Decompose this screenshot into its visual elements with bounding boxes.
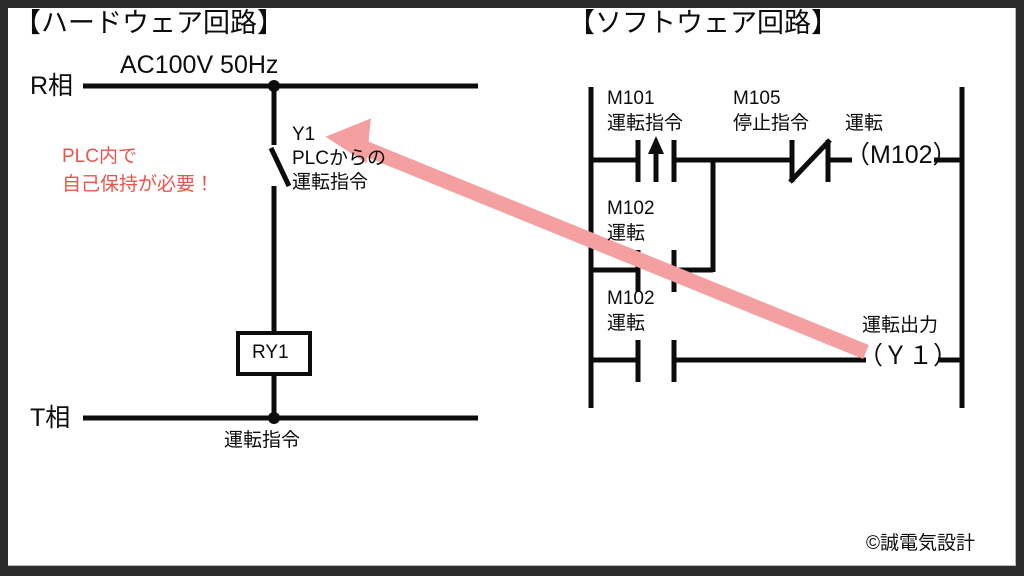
m102-branch-contact-tag: M102 — [607, 198, 655, 219]
m102-out-contact-desc: 運転 — [607, 313, 646, 334]
y1-coil-desc: 運転出力 — [862, 315, 939, 336]
supply-label: AC100V 50Hz — [120, 51, 279, 79]
m102-out-contact-tag: M102 — [607, 288, 655, 309]
m105-contact-tag: M105 — [733, 88, 781, 109]
annotation-line1: PLC内で — [62, 146, 137, 167]
m102-coil-desc: 運転 — [845, 113, 884, 134]
software-panel-heading: 【ソフトウェア回路】 — [568, 8, 838, 38]
m105-contact-desc: 停止指令 — [733, 113, 810, 134]
y1-contact-desc-line2: 運転指令 — [292, 172, 369, 193]
r-phase-label: R相 — [30, 72, 74, 100]
ry1-relay-label: RY1 — [252, 342, 289, 363]
hardware-bottom-label: 運転指令 — [224, 430, 301, 451]
m101-contact-desc: 運転指令 — [607, 113, 684, 134]
m102-coil-label: （M102） — [845, 141, 958, 169]
annotation-line2: 自己保持が必要！ — [62, 174, 215, 195]
y1-coil-label: （Ｙ１） — [858, 342, 959, 370]
y1-contact-desc-line1: PLCからの — [292, 148, 386, 169]
m101-contact-tag: M101 — [607, 88, 655, 109]
hardware-panel-heading: 【ハードウェア回路】 — [14, 8, 284, 38]
m102-branch-contact-desc: 運転 — [607, 223, 646, 244]
slide-canvas — [8, 8, 1016, 566]
copyright-credit: ©誠電気設計 — [866, 533, 975, 554]
t-phase-label: T相 — [30, 404, 71, 432]
y1-contact-tag: Y1 — [292, 124, 316, 145]
